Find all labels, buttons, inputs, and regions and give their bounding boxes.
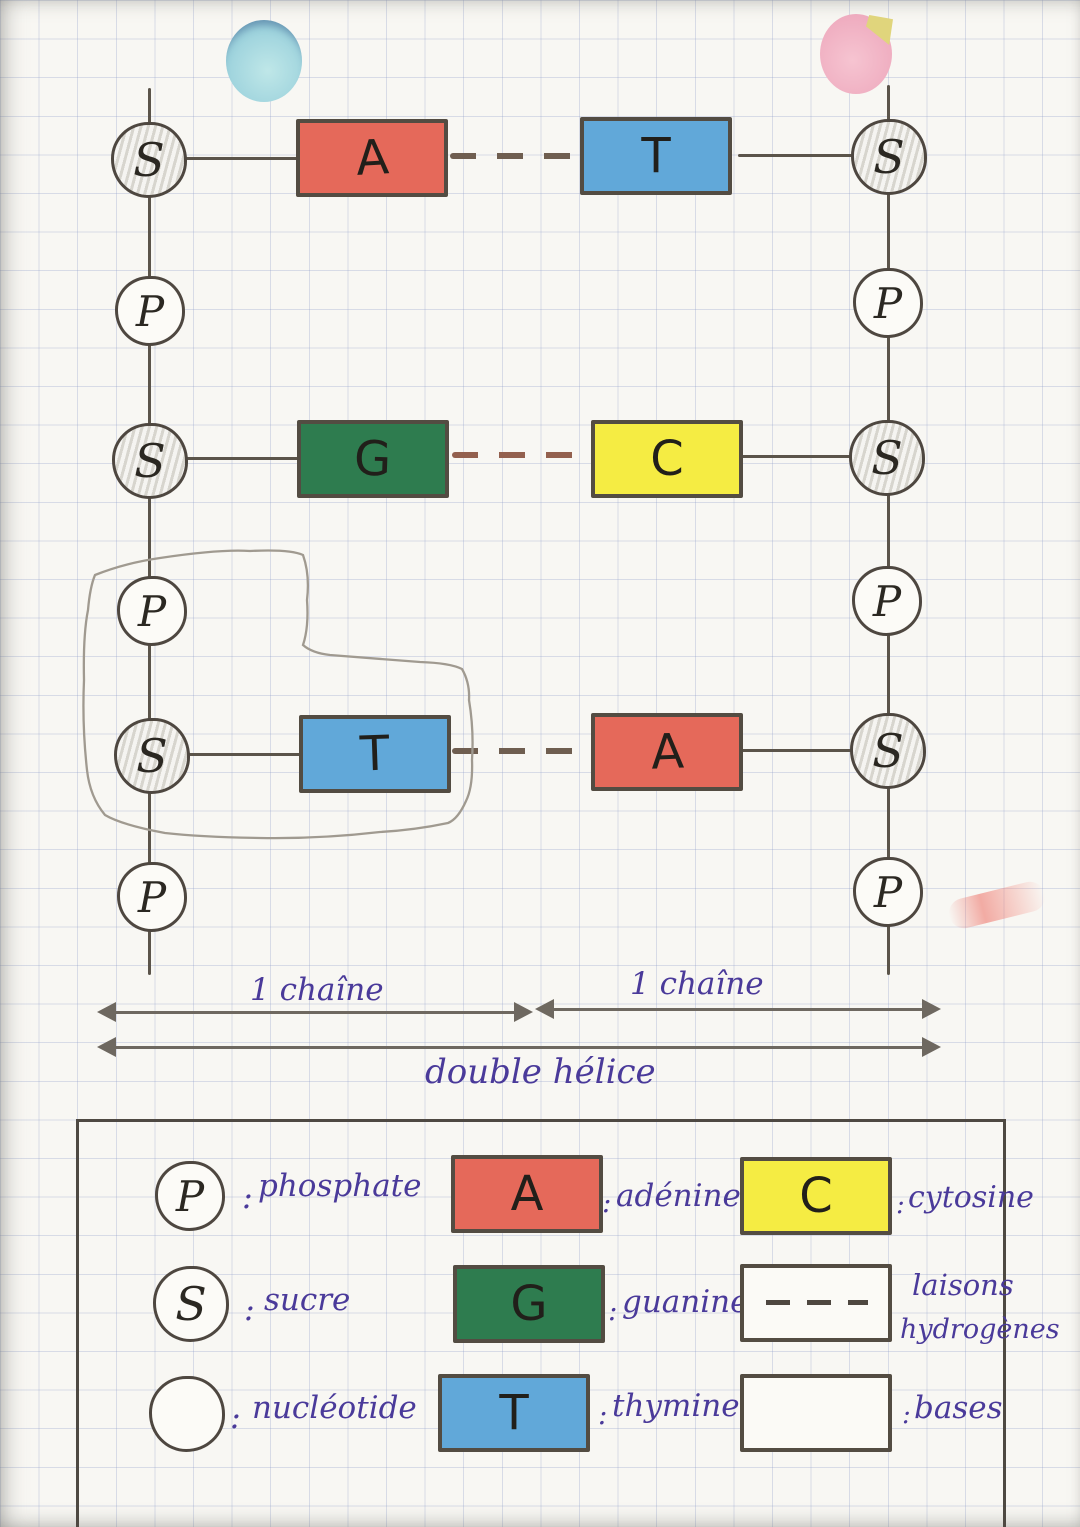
phosphate-label: P [137,872,167,922]
phosphate-label: P [175,1171,205,1221]
connector-row3-right [740,749,853,752]
sticker-folded-corner [866,15,893,45]
sugar-node-left-1: S [111,122,187,198]
base-letter: T [359,725,391,783]
legend-phosphate-label: phosphate [258,1168,422,1204]
sugar-node-right-1: S [851,119,927,195]
double-helix-label: double hélice [425,1052,656,1092]
sugar-label: S [136,729,168,783]
colon: : [598,1398,608,1431]
phosphate-label: P [872,576,902,626]
round-sticker-pink [820,14,893,94]
chain-left-arrow [114,1011,516,1014]
colon: : [230,1398,241,1436]
base-letter: T [641,128,671,184]
legend-nucleotide-label: nucléotide [252,1390,417,1426]
sugar-label: S [175,1277,207,1331]
legend-cytosine-box: C [740,1157,892,1235]
legend-bases-box [740,1374,892,1452]
legend-adenine-box: A [451,1155,603,1233]
arrowhead-icon [535,999,554,1019]
phosphate-node-left-2: P [117,576,187,646]
hydrogen-bond-sample [766,1300,868,1305]
connector-row2-left [186,457,300,460]
chain-right-label: 1 chaîne [630,966,764,1002]
double-helix-arrow [114,1046,924,1049]
base-letter: C [799,1168,833,1224]
phosphate-node-left-1: P [115,276,185,346]
base-letter: C [650,431,684,487]
phosphate-node-right-1: P [853,268,923,338]
phosphate-label: P [873,867,903,917]
connector-row2-right [740,455,853,458]
legend-sugar-symbol: S [153,1266,229,1342]
base-letter: G [353,430,393,488]
paint-smudge [945,878,1049,932]
sugar-label: S [871,431,903,485]
legend-guanine-box: G [453,1265,605,1343]
base-box-guanine-row2: G [297,420,449,498]
chain-left-label: 1 chaîne [250,972,384,1008]
base-box-thymine-row1: T [580,117,732,195]
sugar-label: S [873,130,905,184]
sugar-node-left-3: S [114,718,190,794]
base-letter: A [354,129,390,187]
arrowhead-icon [922,1037,941,1057]
sugar-node-right-2: S [849,420,925,496]
base-letter: A [649,723,685,781]
base-box-thymine-row3: T [299,715,451,793]
legend-guanine-label: guanine [622,1284,749,1320]
chain-right-arrow [553,1008,924,1011]
legend-adenine-label: adénine [616,1178,741,1214]
strand-right-line [887,85,890,975]
legend-bases-label: bases [914,1390,1003,1426]
legend-hbond-label-line1: laisons [912,1268,1014,1302]
colon: : [896,1190,905,1220]
phosphate-node-right-2: P [852,566,922,636]
strand-left-line [148,88,151,975]
legend-phosphate-symbol: P [155,1161,225,1231]
phosphate-node-left-3: P [117,862,187,932]
legend-sugar-label: sucre [264,1282,351,1318]
legend-cytosine-label: cytosine [908,1180,1034,1215]
phosphate-label: P [137,586,167,636]
sugar-label: S [134,434,166,488]
sugar-label: S [872,724,904,778]
round-sticker-blue [226,20,302,102]
hydrogen-bond-row1 [450,153,584,159]
arrowhead-icon [97,1037,116,1057]
connector-row3-left [188,753,302,756]
arrowhead-icon [97,1002,116,1022]
colon: : [902,1400,911,1430]
phosphate-label: P [135,286,165,336]
sugar-node-left-2: S [112,423,188,499]
legend-thymine-box: T [438,1374,590,1452]
base-box-cytosine-row2: C [591,420,743,498]
legend-nucleotide-symbol [149,1376,225,1452]
base-box-adenine-row1: A [296,119,448,197]
connector-row1-left [184,157,298,160]
legend-box [76,1119,1006,1527]
base-letter: A [510,1166,544,1222]
colon: : [608,1294,618,1327]
base-letter: G [510,1276,548,1332]
base-box-adenine-row3: A [591,713,743,791]
sugar-label: S [133,133,165,187]
hydrogen-bond-row2 [452,452,586,458]
phosphate-label: P [873,278,903,328]
arrowhead-icon [514,1002,533,1022]
phosphate-node-right-3: P [853,857,923,927]
legend-thymine-label: thymine [612,1388,740,1424]
hydrogen-bond-row3 [452,748,586,754]
connector-row1-right [738,154,856,157]
colon: : [242,1178,253,1216]
sugar-node-right-3: S [850,713,926,789]
colon: : [244,1290,255,1328]
nucleotide-outline [82,549,474,840]
legend-hbond-label-line2: hydrogènes [900,1314,1060,1345]
colon: : [602,1186,612,1219]
arrowhead-icon [922,999,941,1019]
base-letter: T [499,1385,529,1441]
